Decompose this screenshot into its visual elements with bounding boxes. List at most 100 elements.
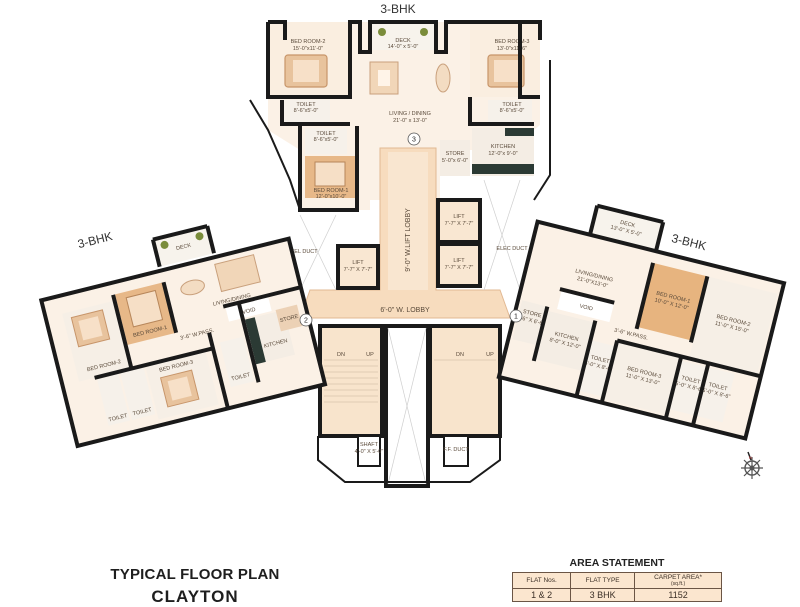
lift-size: 7'-7" X 7'-7" xyxy=(445,221,474,227)
top-toilet-right xyxy=(488,100,532,124)
room-name: VOID xyxy=(579,303,594,312)
room-name: KITCHEN xyxy=(263,338,288,350)
header-carpet-area: CARPET AREA*(sq.ft.) xyxy=(634,572,722,589)
room-name: STORE xyxy=(522,309,542,319)
room-name: LIVING / DINING xyxy=(389,111,431,117)
dining-table-icon xyxy=(180,279,205,296)
lift-size: 7'-7" X 7'-7" xyxy=(344,267,373,273)
area-statement-title: AREA STATEMENT xyxy=(569,557,665,569)
core-lobby: 9'-0" W.LIFT LOBBY 6'-0" W. LOBBY LIFT 7… xyxy=(282,147,528,488)
left-toilet-2 xyxy=(120,367,156,421)
area-statement: AREA STATEMENT FLAT Nos. FLAT TYPE CARPE… xyxy=(511,557,722,602)
flat-number-left: 2 xyxy=(304,318,308,325)
right-deck xyxy=(589,205,664,252)
right-bedroom-1 xyxy=(637,262,708,341)
left-flat: 3-BHK DECK LIVING/DINING BED ROOM-1 BED … xyxy=(38,224,328,449)
area-statement-table: FLAT Nos. FLAT TYPE CARPET AREA*(sq.ft.)… xyxy=(511,572,722,602)
left-void xyxy=(225,297,272,322)
room-size: 21'-0" x 13'-0" xyxy=(393,118,427,124)
room-size: 15'-0"x11'-0" xyxy=(293,46,323,52)
right-void xyxy=(557,291,614,323)
room-name: TOILET xyxy=(296,102,316,108)
room-size: 12'-0"x 9'-0" xyxy=(488,151,517,157)
room-size: 12'-0"x10'-0" xyxy=(316,194,347,200)
room-size: 8'-6"x5'-0" xyxy=(294,108,319,114)
room-size: 5'-0"x 6'-0" xyxy=(442,158,468,164)
room-size: 14'-0" x 5'-0" xyxy=(388,44,419,50)
right-bedroom-2 xyxy=(688,276,778,378)
top-flat: 3-BHK BED ROOM-2 15'-0"x11'-0" DECK 14'-… xyxy=(249,2,551,212)
room-name: BED ROOM-2 xyxy=(291,39,326,45)
ff-duct-label: F.F. DUCT xyxy=(443,447,469,453)
tv-duct-label: TV/TEL DUCT xyxy=(282,249,318,255)
svg-text:N: N xyxy=(749,455,752,460)
room-name: BED ROOM-3 xyxy=(495,39,530,45)
staircase-right xyxy=(428,324,502,438)
elec-duct-label: ELEC DUCT xyxy=(496,246,528,252)
lift-1 xyxy=(336,244,380,290)
table-row: 1 & 2 3 BHK 1152 xyxy=(511,588,722,602)
kitchen-counter xyxy=(472,164,534,174)
room-name: STORE xyxy=(446,151,465,157)
room-name: TOILET xyxy=(108,413,129,424)
lift-size: 7'-7" X 7'-7" xyxy=(445,265,474,271)
room-name: TOILET xyxy=(231,372,252,383)
top-deck xyxy=(370,22,436,50)
room-name: DECK xyxy=(176,243,193,253)
right-toilet-1 xyxy=(579,340,616,397)
flat-number-top: 3 xyxy=(412,137,416,144)
stair-up-label: UP xyxy=(366,352,374,358)
room-name: KITCHEN xyxy=(554,331,579,343)
staircase-left xyxy=(318,324,384,438)
flat-number-badge xyxy=(407,132,421,146)
top-store xyxy=(440,140,470,176)
right-kitchen xyxy=(536,310,595,372)
top-toilet-left xyxy=(282,100,330,124)
sofa-icon xyxy=(214,254,261,293)
top-flat-type-label: 3-BHK xyxy=(380,2,415,16)
room-size: 8'-6"x5'-0" xyxy=(314,137,339,143)
room-size: 8'-6"x5'-0" xyxy=(500,108,525,114)
right-flat: 3-BHK DECK 13'-0" X 5'-0" LIVING/DINING … xyxy=(496,203,787,441)
right-flat-type-label: 3-BHK xyxy=(670,231,708,253)
shaft-name: SHAFT xyxy=(360,442,379,448)
room-name: TOILET xyxy=(132,407,153,418)
room-name: BED ROOM-1 xyxy=(314,188,349,194)
plant-icon xyxy=(160,240,169,249)
compass-rose-icon: N xyxy=(741,451,763,479)
top-toilet-mid xyxy=(305,128,347,154)
ff-duct xyxy=(443,435,469,467)
left-toilet-3 xyxy=(219,336,255,388)
plant-icon xyxy=(420,28,428,36)
project-name: CLAYTON xyxy=(151,587,239,606)
right-toilet-3 xyxy=(697,367,735,423)
plan-title: TYPICAL FLOOR PLAN xyxy=(110,566,280,583)
lobby-label: 6'-0" W. LOBBY xyxy=(380,307,430,314)
right-bedroom-3 xyxy=(604,340,682,415)
room-name: DECK xyxy=(619,220,636,230)
lift-lobby-label: 9'-0" W.LIFT LOBBY xyxy=(405,208,412,272)
plant-icon xyxy=(195,232,204,241)
lift-3 xyxy=(436,242,482,288)
room-name: DECK xyxy=(395,38,411,44)
shaft-size: 4'-0" X 5'-0" xyxy=(355,449,384,455)
header-flat-nos: FLAT Nos. xyxy=(511,572,572,589)
left-flat-type-label: 3-BHK xyxy=(76,229,114,251)
stair-down-label: DN xyxy=(337,352,345,358)
room-name: TOILET xyxy=(708,382,729,393)
room-name: VOID xyxy=(242,307,257,316)
room-name: KITCHEN xyxy=(491,144,515,150)
lift-name: LIFT xyxy=(352,260,364,266)
plant-icon xyxy=(378,28,386,36)
flat-number-right: 1 xyxy=(514,314,518,321)
header-flat-type: FLAT TYPE xyxy=(570,572,636,589)
stair-down-label: DN xyxy=(456,352,464,358)
room-name: STORE xyxy=(279,314,299,324)
room-name: TOILET xyxy=(590,355,611,366)
shaft xyxy=(357,435,381,467)
room-size: 13'-0"x11'-6" xyxy=(497,46,527,52)
room-name: TOILET xyxy=(681,375,702,386)
lift-name: LIFT xyxy=(453,258,465,264)
room-name: TOILET xyxy=(316,131,336,137)
